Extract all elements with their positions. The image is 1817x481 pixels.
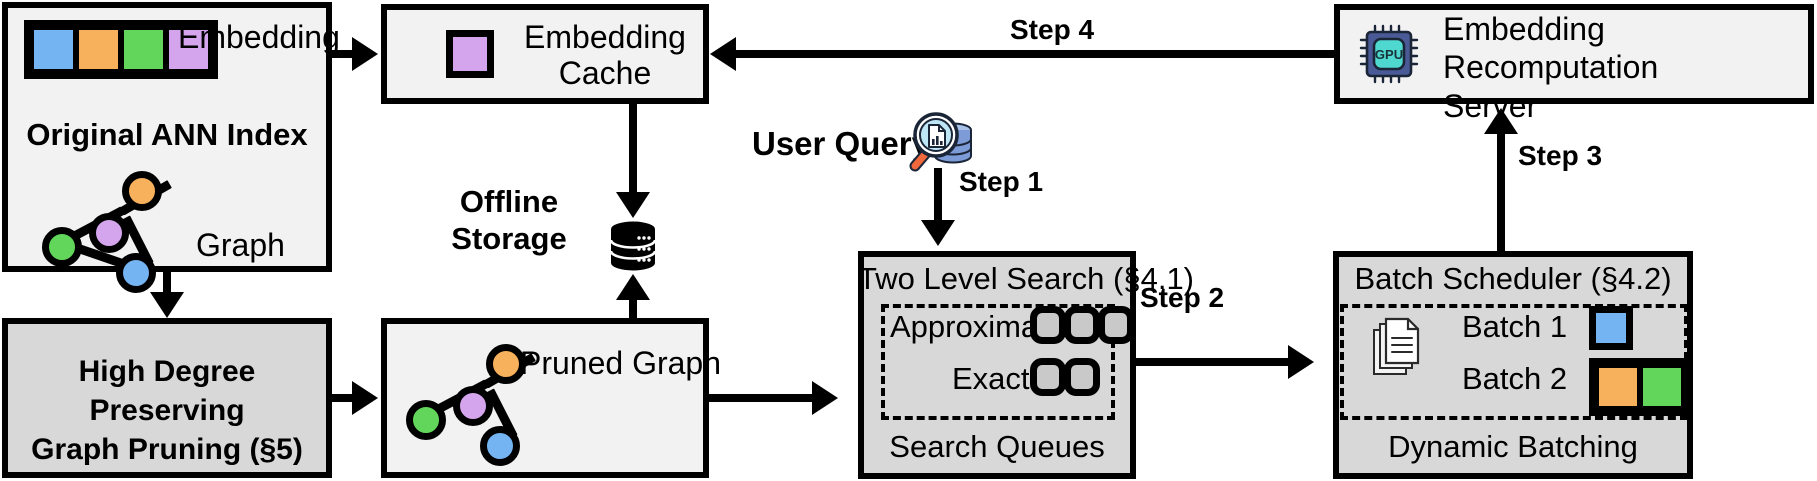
search-queues-caption: Search Queues <box>889 429 1105 464</box>
batch-2-label: Batch 2 <box>1462 361 1568 396</box>
exact-row-label: Exact <box>952 361 1030 396</box>
arrowhead-prunedgraph-to-search <box>812 381 838 415</box>
step-2-label: Step 2 <box>1140 282 1225 313</box>
approximate-queue-cell <box>1064 306 1100 344</box>
two-level-search-box <box>858 251 1136 479</box>
connector-index-to-pruning <box>163 272 171 296</box>
arrowhead-step2 <box>1288 345 1314 379</box>
connector-pruning-to-prunedgraph <box>332 394 360 402</box>
connector-prunedgraph-to-search <box>709 394 819 402</box>
arrowhead-prunedgraph-to-storage <box>616 274 650 300</box>
embedding-recomputation-server-title: Embedding Recomputation Server <box>1443 11 1659 124</box>
arrowhead-pruning-to-prunedgraph <box>352 381 378 415</box>
magnifier-document-database-icon <box>901 108 975 178</box>
embedding-cache-box <box>381 4 709 104</box>
original-index-graph-glyph <box>40 165 180 293</box>
arrowhead-step1 <box>921 220 955 246</box>
embedding-label: Embedding <box>178 19 340 55</box>
batch-1-swatch-blue <box>1589 306 1633 350</box>
approximate-queue-cell <box>1030 306 1066 344</box>
graph-node-green <box>406 400 446 440</box>
graph-node-purple <box>453 386 493 426</box>
embedding-swatch-purple <box>166 27 211 72</box>
arrowhead-cache-to-storage <box>616 192 650 218</box>
arrowhead-index-to-cache <box>352 37 378 71</box>
graph-node-orange <box>122 171 162 211</box>
step-1-label: Step 1 <box>959 166 1044 197</box>
pruned-graph-box <box>381 318 709 478</box>
search-queues-dashed-region <box>881 304 1115 420</box>
step-4-label: Step 4 <box>1010 14 1095 45</box>
connector-step2 <box>1136 358 1291 366</box>
graph-node-purple <box>89 213 129 253</box>
arrowhead-step4 <box>710 37 736 71</box>
embedding-swatch-blue <box>31 27 76 72</box>
svg-text:GPU: GPU <box>1375 47 1403 62</box>
approximate-queue-cell <box>1098 306 1134 344</box>
database-cylinder-icon <box>607 220 659 272</box>
pruned-graph-glyph <box>404 338 544 466</box>
arrowhead-index-to-pruning <box>150 292 184 318</box>
connector-prunedgraph-to-storage <box>629 298 637 320</box>
graph-label: Graph <box>196 227 285 263</box>
batch-2-swatch-orange <box>1596 365 1640 409</box>
batch-2-swatch-row <box>1589 358 1691 416</box>
graph-pruning-box <box>2 318 332 478</box>
graph-node-blue <box>480 426 520 466</box>
exact-queue-cell <box>1030 358 1066 396</box>
exact-queue-cell <box>1064 358 1100 396</box>
two-level-search-title: Two Level Search (§4.1) <box>858 261 1195 296</box>
connector-cache-to-storage <box>629 104 637 200</box>
step-3-label: Step 3 <box>1518 140 1603 171</box>
connector-step4 <box>736 50 1334 58</box>
connector-step1 <box>934 168 942 226</box>
embedding-cache-title: Embedding Cache <box>524 19 686 91</box>
graph-node-blue <box>116 253 156 293</box>
offline-storage-label: Offline Storage <box>451 184 567 257</box>
documents-stack-icon <box>1368 316 1426 380</box>
graph-pruning-title: High Degree Preserving Graph Pruning (§5… <box>31 355 303 466</box>
dynamic-batching-caption: Dynamic Batching <box>1388 429 1638 464</box>
embedding-cache-swatch <box>446 30 494 78</box>
connector-index-to-cache <box>332 50 358 58</box>
embedding-recomputation-server-box <box>1334 4 1814 104</box>
arrowhead-step3 <box>1484 108 1518 134</box>
pruned-graph-label: Pruned Graph <box>520 345 722 381</box>
connector-step3 <box>1497 132 1505 252</box>
embedding-swatch-row <box>24 20 218 79</box>
graph-node-green <box>42 227 82 267</box>
embedding-swatch-green <box>121 27 166 72</box>
batch-1-label: Batch 1 <box>1462 309 1568 344</box>
batch-2-swatch-green <box>1640 365 1684 409</box>
graph-node-orange <box>486 344 526 384</box>
gpu-chip-icon: GPU <box>1357 22 1421 86</box>
embedding-swatch-orange <box>76 27 121 72</box>
original-ann-index-title: Original ANN Index <box>26 117 308 152</box>
batch-scheduler-title: Batch Scheduler (§4.2) <box>1354 261 1672 296</box>
